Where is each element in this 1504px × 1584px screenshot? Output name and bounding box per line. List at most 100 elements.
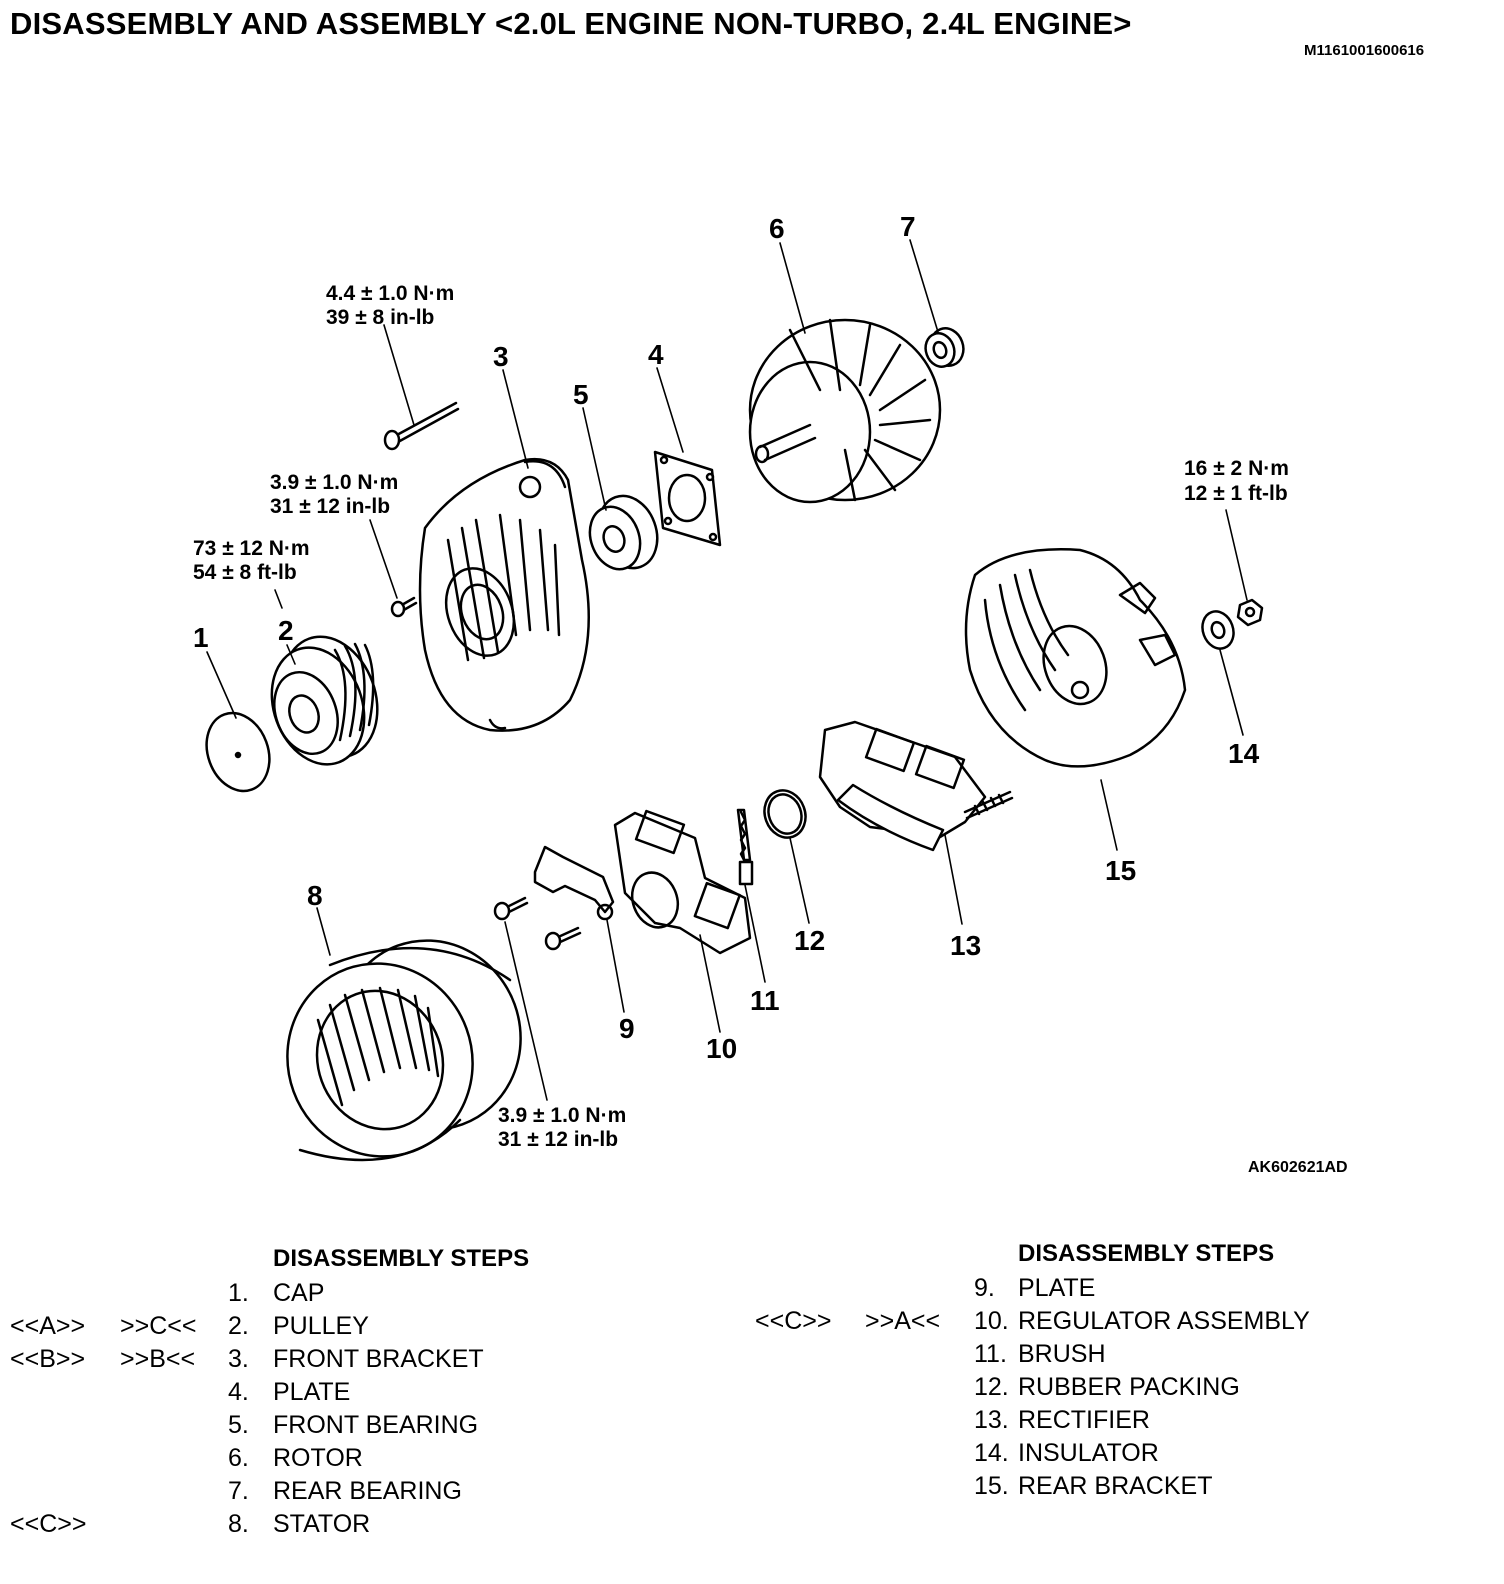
step-name: ROTOR	[273, 1444, 363, 1472]
step-row: 11. BRUSH	[755, 1339, 1495, 1369]
torque-screws-nm: 3.9 ± 1.0 N·m	[498, 1104, 626, 1127]
callout-14: 14	[1228, 738, 1260, 769]
regulator-assembly-part	[613, 809, 752, 955]
rear-bearing-part	[924, 327, 965, 368]
callout-15: 15	[1105, 855, 1136, 886]
small-plate-part	[533, 845, 615, 921]
long-bolt-part	[383, 401, 460, 451]
step-name: PULLEY	[273, 1312, 369, 1340]
step-number: 4.	[228, 1378, 249, 1406]
callout-11: 11	[750, 985, 780, 1016]
step-name: FRONT BEARING	[273, 1411, 479, 1439]
step-number: 8.	[228, 1510, 249, 1538]
step-code-b: >>C<<	[120, 1312, 197, 1340]
step-row: 14. INSULATOR	[755, 1438, 1495, 1468]
step-row: 7. REAR BEARING	[10, 1476, 610, 1506]
callout-8: 8	[307, 880, 323, 911]
step-row: <<A>> >>C<< 2. PULLEY	[10, 1311, 610, 1341]
step-number: 13.	[974, 1406, 1009, 1434]
step-code-b: >>B<<	[120, 1345, 196, 1373]
step-name: BRUSH	[1018, 1340, 1106, 1368]
torque-pulley-imperial: 54 ± 8 ft-lb	[193, 561, 297, 584]
cap-part	[205, 711, 271, 793]
torque-pulley-nm: 73 ± 12 N·m	[193, 537, 310, 560]
step-row: 6. ROTOR	[10, 1443, 610, 1473]
step-number: 3.	[228, 1345, 249, 1373]
front-bearing-part	[588, 494, 659, 571]
callout-10: 10	[706, 1033, 737, 1064]
step-number: 2.	[228, 1312, 249, 1340]
insulator-part	[1201, 598, 1264, 650]
rubber-packing-part	[763, 789, 807, 839]
step-row: 13. RECTIFIER	[755, 1405, 1495, 1435]
step-code-b: >>A<<	[865, 1307, 941, 1335]
page-title: DISASSEMBLY AND ASSEMBLY <2.0L ENGINE NO…	[10, 6, 1132, 41]
front-bracket-part	[418, 457, 590, 732]
plate-part	[653, 450, 722, 547]
step-number: 6.	[228, 1444, 249, 1472]
callout-3: 3	[493, 341, 509, 372]
step-name: REGULATOR ASSEMBLY	[1018, 1307, 1310, 1335]
step-code-a: <<A>>	[10, 1312, 86, 1340]
figure-id: AK602621AD	[1248, 1159, 1348, 1176]
step-row: 4. PLATE	[10, 1377, 610, 1407]
step-number: 10.	[974, 1307, 1009, 1335]
step-number: 5.	[228, 1411, 249, 1439]
torque-long-bolt-imperial: 39 ± 8 in-lb	[326, 306, 434, 329]
step-number: 9.	[974, 1274, 995, 1302]
step-name: PLATE	[1018, 1274, 1096, 1302]
step-code-a: <<C>>	[755, 1307, 832, 1335]
leader-lines	[206, 239, 1248, 1101]
step-row: <<B>> >>B<< 3. FRONT BRACKET	[10, 1344, 610, 1374]
stator-part	[286, 939, 522, 1162]
callout-6: 6	[769, 213, 785, 244]
step-row: <<C>> >>A<< 10. REGULATOR ASSEMBLY	[755, 1306, 1495, 1336]
rectifier-part	[818, 720, 1014, 852]
torque-small-bolt-imperial: 31 ± 12 in-lb	[270, 495, 390, 518]
rear-bracket-part	[964, 548, 1187, 768]
step-row: 1. CAP	[10, 1278, 610, 1308]
step-name: RECTIFIER	[1018, 1406, 1150, 1434]
torque-small-bolt-nm: 3.9 ± 1.0 N·m	[270, 471, 398, 494]
step-row: 9. PLATE	[755, 1273, 1495, 1303]
torque-long-bolt-nm: 4.4 ± 1.0 N·m	[326, 282, 454, 305]
steps-heading-left: DISASSEMBLY STEPS	[273, 1245, 530, 1272]
callout-9: 9	[619, 1013, 635, 1044]
callout-2: 2	[278, 615, 294, 646]
step-name: INSULATOR	[1018, 1439, 1159, 1467]
step-name: REAR BRACKET	[1018, 1472, 1213, 1500]
torque-nut-nm: 16 ± 2 N·m	[1184, 457, 1289, 480]
step-number: 11.	[974, 1340, 1007, 1368]
torque-screws-imperial: 31 ± 12 in-lb	[498, 1128, 618, 1151]
small-bolt-part	[390, 596, 418, 618]
step-row: 15. REAR BRACKET	[755, 1471, 1495, 1501]
step-name: RUBBER PACKING	[1018, 1373, 1240, 1401]
screw-parts	[493, 896, 582, 951]
step-number: 7.	[228, 1477, 249, 1505]
step-name: STATOR	[273, 1510, 371, 1538]
step-name: REAR BEARING	[273, 1477, 462, 1505]
torque-nut-imperial: 12 ± 1 ft-lb	[1184, 482, 1288, 505]
steps-heading-right: DISASSEMBLY STEPS	[1018, 1240, 1275, 1267]
step-name: CAP	[273, 1279, 325, 1307]
step-row: 12. RUBBER PACKING	[755, 1372, 1495, 1402]
callout-12: 12	[794, 925, 825, 956]
step-number: 12.	[974, 1373, 1009, 1401]
callout-13: 13	[950, 930, 981, 961]
callout-5: 5	[573, 379, 589, 410]
rotor-part	[748, 318, 942, 504]
step-number: 1.	[228, 1279, 249, 1307]
step-name: PLATE	[273, 1378, 351, 1406]
step-code-a: <<B>>	[10, 1345, 86, 1373]
step-number: 14.	[974, 1439, 1009, 1467]
document-id: M1161001600616	[1304, 42, 1425, 59]
callout-4: 4	[648, 339, 664, 370]
step-row: 5. FRONT BEARING	[10, 1410, 610, 1440]
step-name: FRONT BRACKET	[273, 1345, 484, 1373]
step-number: 15.	[974, 1472, 1009, 1500]
step-row: <<C>> 8. STATOR	[10, 1509, 610, 1539]
brush-part	[736, 808, 754, 886]
step-code-a: <<C>>	[10, 1510, 87, 1538]
pulley-part	[270, 635, 379, 766]
callout-7: 7	[900, 211, 916, 242]
